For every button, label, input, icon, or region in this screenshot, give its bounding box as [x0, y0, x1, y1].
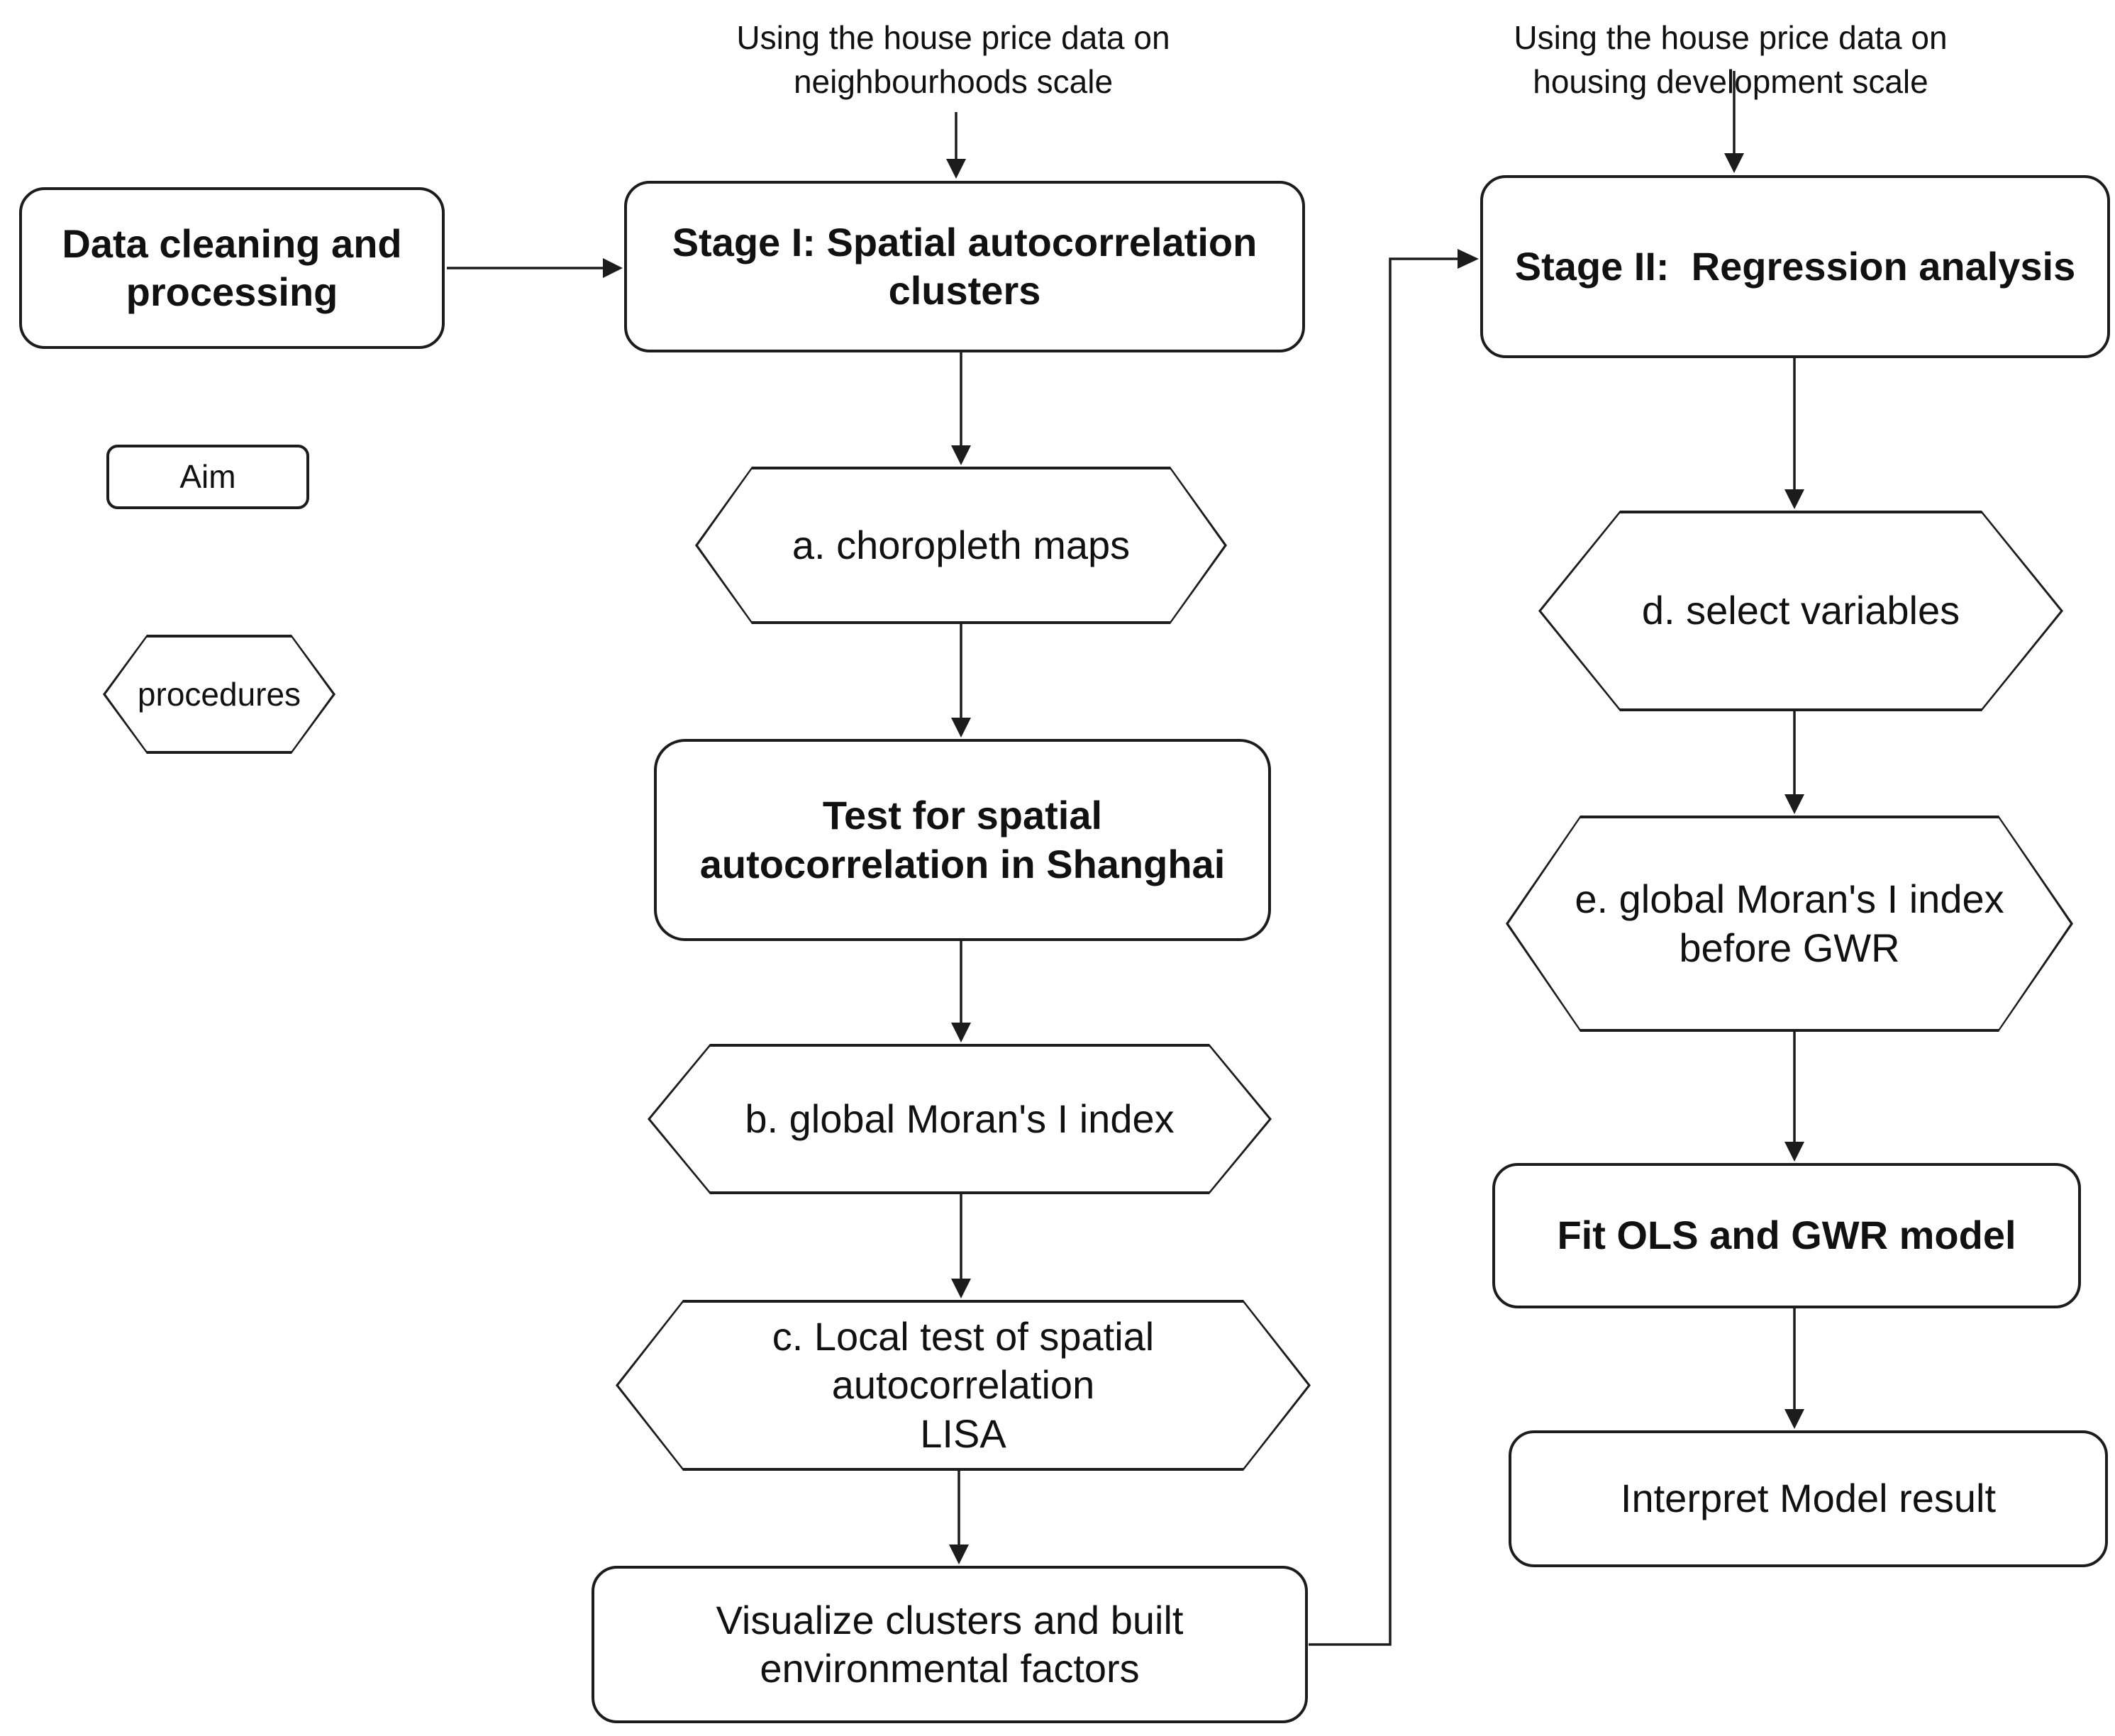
node-test-spatial-autocorrelation: Test for spatial autocorrelation in Shan…	[654, 739, 1271, 941]
node-interpret-result: Interpret Model result	[1509, 1430, 2108, 1567]
node-stage1: Stage I: Spatial autocorrelation cluster…	[624, 181, 1305, 352]
node-global-morans-index: b. global Moran's I index	[648, 1044, 1272, 1194]
node-select-variables-label: d. select variables	[1641, 588, 1960, 633]
node-visualize-clusters-label: Visualize clusters and built environment…	[716, 1597, 1184, 1691]
node-moran-before-gwr: e. global Moran's I index before GWR	[1506, 816, 2073, 1032]
node-data-cleaning-label: Data cleaning and processing	[62, 221, 402, 314]
node-choropleth-maps-label: a. choropleth maps	[792, 522, 1131, 567]
connector-visualize-stage2	[1309, 257, 1458, 1646]
hexagon-shape	[1541, 513, 2060, 708]
legend-procedures-hexagon: procedures	[103, 635, 335, 754]
hexagon-shape	[618, 1303, 1308, 1468]
node-stage2: Stage II: Regression analysis	[1480, 175, 2110, 358]
hexagon-shape	[1509, 818, 2070, 1029]
node-fit-ols-gwr-label: Fit OLS and GWR model	[1557, 1213, 2016, 1258]
hexagon-shape	[106, 638, 333, 751]
annotation-neighbourhoods-scale: Using the house price data on neighbourh…	[736, 19, 1170, 101]
node-local-test-lisa-label: c. Local test of spatial autocorrelation…	[772, 1314, 1155, 1456]
node-fit-ols-gwr: Fit OLS and GWR model	[1492, 1163, 2081, 1308]
legend-procedures-label: procedures	[137, 675, 301, 713]
node-choropleth-maps: a. choropleth maps	[695, 467, 1227, 624]
node-stage1-label: Stage I: Spatial autocorrelation cluster…	[672, 219, 1258, 313]
node-visualize-clusters: Visualize clusters and built environment…	[592, 1566, 1308, 1723]
node-moran-before-gwr-label: e. global Moran's I index before GWR	[1575, 877, 2004, 970]
node-data-cleaning: Data cleaning and processing	[19, 187, 445, 349]
node-global-morans-index-label: b. global Moran's I index	[745, 1096, 1175, 1141]
hexagon-shape	[698, 469, 1224, 621]
node-test-spatial-autocorrelation-label: Test for spatial autocorrelation in Shan…	[699, 793, 1226, 886]
legend-aim-box: Aim	[106, 445, 309, 509]
node-local-test-lisa: c. Local test of spatial autocorrelation…	[616, 1300, 1311, 1471]
node-interpret-result-label: Interpret Model result	[1620, 1476, 1997, 1521]
node-stage2-label: Stage II: Regression analysis	[1514, 243, 2076, 289]
annotation-housing-development-scale: Using the house price data on housing de…	[1514, 19, 1948, 101]
hexagon-shape	[650, 1047, 1269, 1191]
node-select-variables: d. select variables	[1538, 511, 2063, 711]
legend-aim-label: Aim	[179, 458, 236, 496]
